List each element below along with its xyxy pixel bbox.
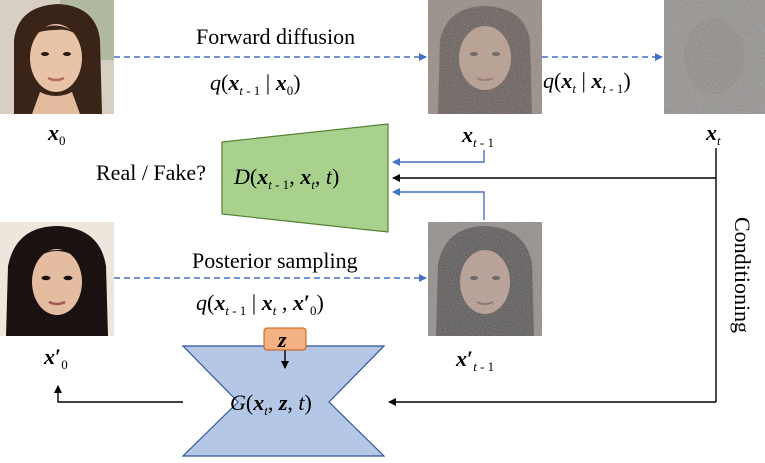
q-posterior-formula: q(xt - 1 | xt , x′0) [196, 290, 324, 318]
face-xt1p [428, 222, 542, 336]
face-xt1 [428, 0, 542, 114]
face-x0p [0, 222, 114, 336]
face-x0 [0, 0, 114, 114]
label-xt1: xt - 1 [462, 122, 494, 150]
q-forward-formula: q(xt - 1 | x0) [210, 70, 301, 98]
g-to-x0p-arrow [54, 385, 183, 403]
label-x0: x0 [48, 120, 66, 148]
q-step-formula: q(xt | xt - 1) [543, 68, 631, 96]
z-box [263, 327, 307, 351]
generator-shape [181, 345, 386, 457]
face-xt [664, 0, 765, 114]
real-fake-label: Real / Fake? [96, 160, 206, 185]
z-label: z [278, 327, 287, 352]
xt1-to-d-arrow [392, 150, 485, 166]
label-xt: xt [706, 120, 721, 148]
posterior-sampling-label: Posterior sampling [192, 248, 358, 273]
forward-diffusion-label: Forward diffusion [196, 24, 356, 49]
label-xt1p: x′t - 1 [456, 346, 495, 374]
conditioning-label: Conditioning [730, 216, 756, 334]
label-x0p: x′0 [44, 344, 68, 372]
generator-label: G(xt, z, t) [230, 390, 312, 418]
discriminator-label: D(xt - 1, xt, t) [234, 164, 340, 192]
discriminator-shape [221, 123, 389, 233]
xt1p-to-d-arrow [392, 188, 485, 220]
